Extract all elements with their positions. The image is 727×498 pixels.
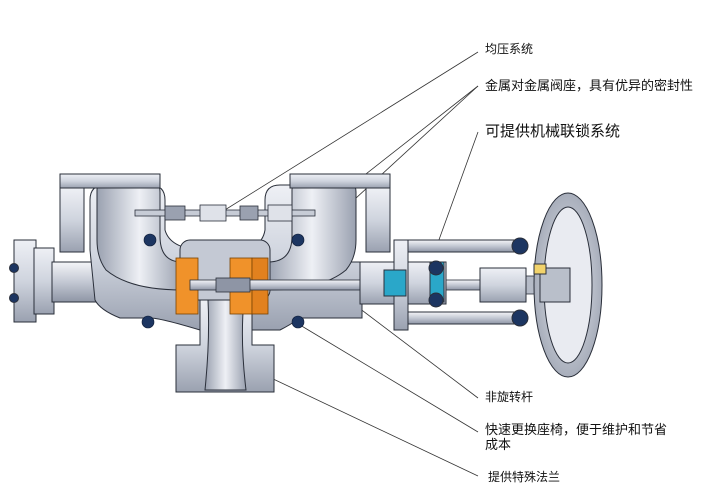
left-flange-step bbox=[33, 247, 55, 315]
yoke-block bbox=[479, 267, 527, 303]
handwheel bbox=[533, 192, 603, 378]
label-uniform-pressure: 均压系统 bbox=[485, 42, 534, 56]
label-metal-seat: 金属对金属阀座，具有优异的密封性 bbox=[485, 79, 694, 94]
top-right-flange-side bbox=[365, 187, 391, 253]
bolt bbox=[141, 315, 155, 329]
label-non-rotating-stem: 非旋转杆 bbox=[485, 390, 534, 404]
rod-nut bbox=[428, 292, 444, 308]
bolt bbox=[143, 233, 157, 247]
leader-quick-seat bbox=[299, 324, 479, 433]
stem-thread bbox=[215, 277, 251, 293]
packing-teal bbox=[383, 269, 407, 297]
label-quick-seat-line2: 成本 bbox=[485, 438, 512, 453]
flange-bolt bbox=[9, 263, 19, 273]
left-flange bbox=[13, 239, 37, 323]
bolt bbox=[291, 315, 305, 329]
top-left-flange bbox=[59, 173, 161, 189]
equalizing-line bbox=[134, 204, 316, 222]
label-special-flange: 提供特殊法兰 bbox=[488, 470, 561, 484]
top-right-flange bbox=[289, 173, 391, 189]
leader-uniform-pressure bbox=[211, 51, 479, 219]
rod-nut bbox=[428, 260, 444, 276]
leader-special-flange bbox=[249, 367, 479, 477]
top-left-flange-side bbox=[59, 187, 85, 253]
label-quick-seat-line1: 快速更换座椅，便于维护和节省 bbox=[485, 423, 668, 438]
guide-rod-top bbox=[407, 239, 519, 253]
handwheel-tag bbox=[533, 263, 547, 275]
rod-nut bbox=[511, 237, 529, 255]
rod-nut bbox=[511, 309, 529, 327]
leader-interlock bbox=[435, 131, 479, 249]
guide-rod-bottom bbox=[407, 311, 519, 325]
body-bolts bbox=[141, 233, 305, 329]
bolt bbox=[291, 233, 305, 247]
bonnet-yoke bbox=[359, 237, 529, 331]
outlet-bore bbox=[204, 299, 247, 391]
label-quick-seat: 快速更换座椅，便于维护和节省 成本 bbox=[485, 423, 667, 453]
flange-bolt bbox=[9, 293, 19, 303]
label-interlock: 可提供机械联锁系统 bbox=[485, 122, 621, 140]
